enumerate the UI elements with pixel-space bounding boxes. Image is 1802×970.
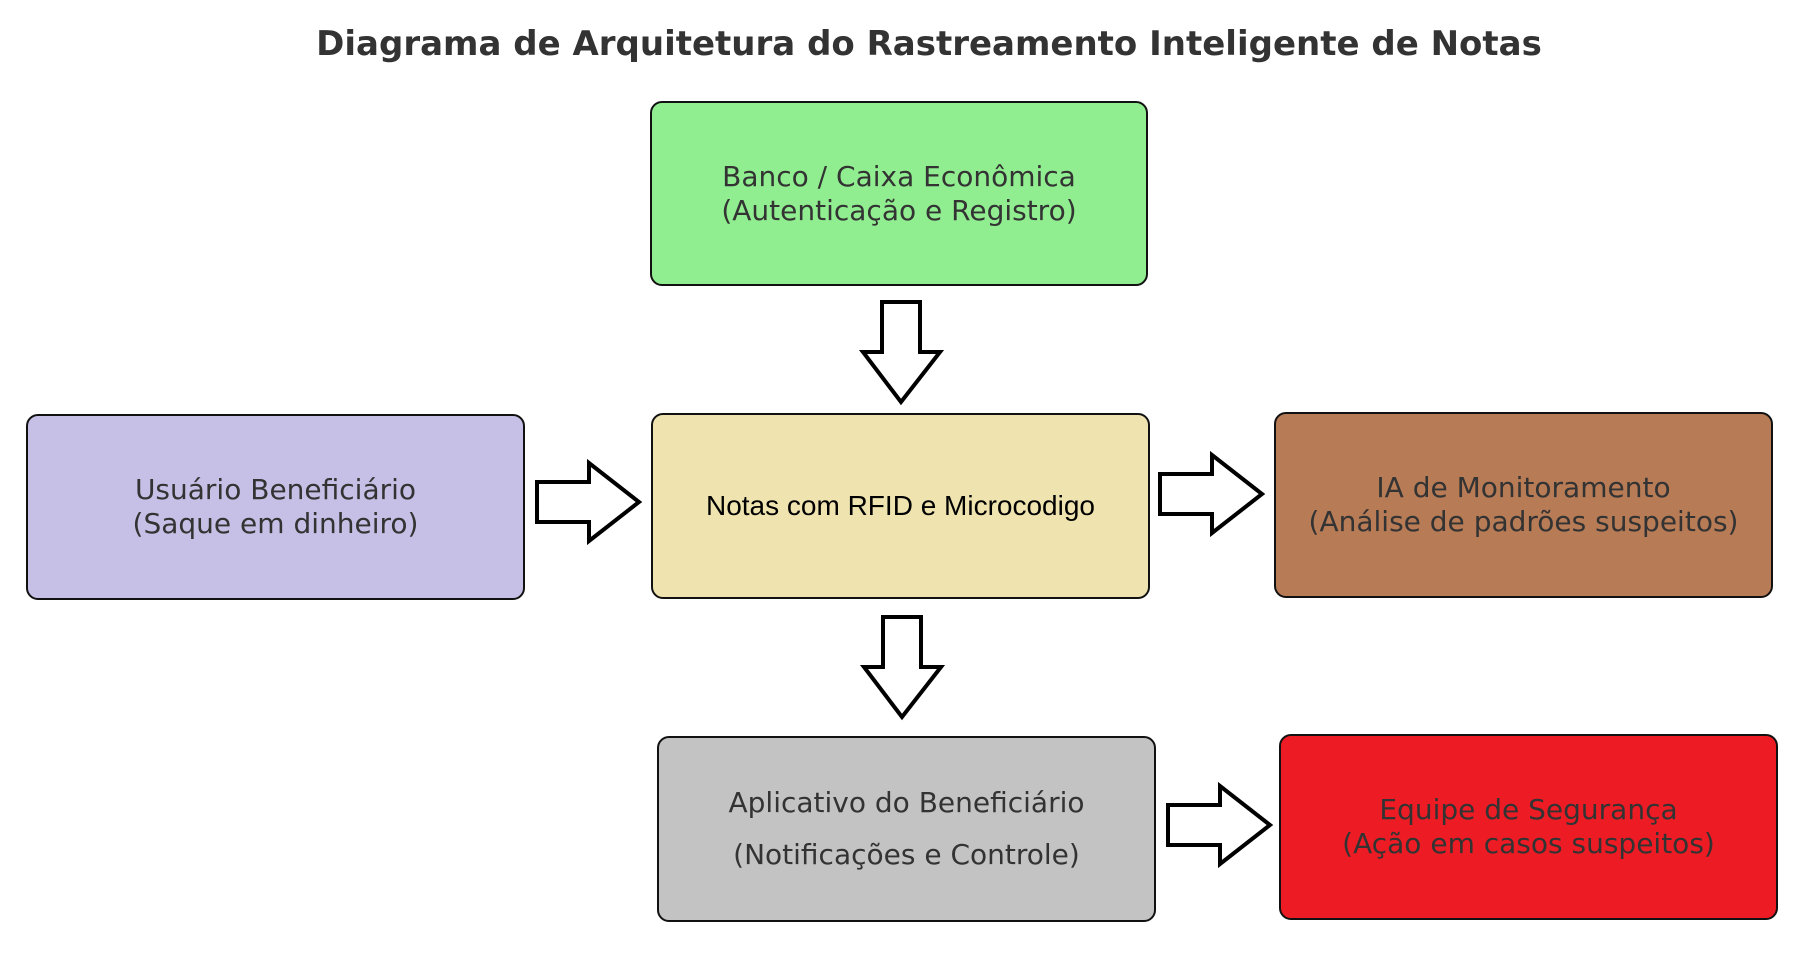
- node-security-title: Equipe de Segurança: [1379, 793, 1678, 826]
- diagram-title: Diagrama de Arquitetura do Rastreamento …: [316, 24, 1542, 64]
- node-user-subtitle: (Saque em dinheiro): [132, 507, 419, 540]
- arrow-notes-to-ai: [1158, 450, 1266, 538]
- node-bank-subtitle: (Autenticação e Registro): [721, 193, 1077, 227]
- node-security-team: Equipe de Segurança (Ação em casos suspe…: [1279, 734, 1778, 920]
- arrow-user-to-notes: [535, 458, 643, 546]
- node-notes-title: Notas com RFID e Microcodigo: [705, 490, 1095, 521]
- node-user-title: Usuário Beneficiário: [134, 473, 417, 506]
- node-beneficiary-app: Aplicativo do Beneficiário (Notificações…: [657, 736, 1156, 922]
- arrow-bank-to-notes: [858, 300, 945, 406]
- node-app-subtitle: (Notificações e Controle): [733, 838, 1080, 871]
- node-notes-rfid: Notas com RFID e Microcodigo: [651, 413, 1150, 599]
- arrow-notes-to-app: [859, 615, 946, 721]
- node-bank-title: Banco / Caixa Econômica: [722, 159, 1076, 193]
- node-ai-monitoring: IA de Monitoramento (Análise de padrões …: [1274, 412, 1773, 598]
- node-ai-title: IA de Monitoramento: [1376, 471, 1671, 504]
- node-app-title: Aplicativo do Beneficiário: [728, 786, 1085, 819]
- node-user-beneficiary: Usuário Beneficiário (Saque em dinheiro): [26, 414, 525, 600]
- node-ai-subtitle: (Análise de padrões suspeitos): [1308, 505, 1739, 538]
- node-bank: Banco / Caixa Econômica (Autenticação e …: [650, 101, 1148, 286]
- arrow-app-to-security: [1166, 781, 1274, 869]
- node-security-subtitle: (Ação em casos suspeitos): [1342, 827, 1715, 860]
